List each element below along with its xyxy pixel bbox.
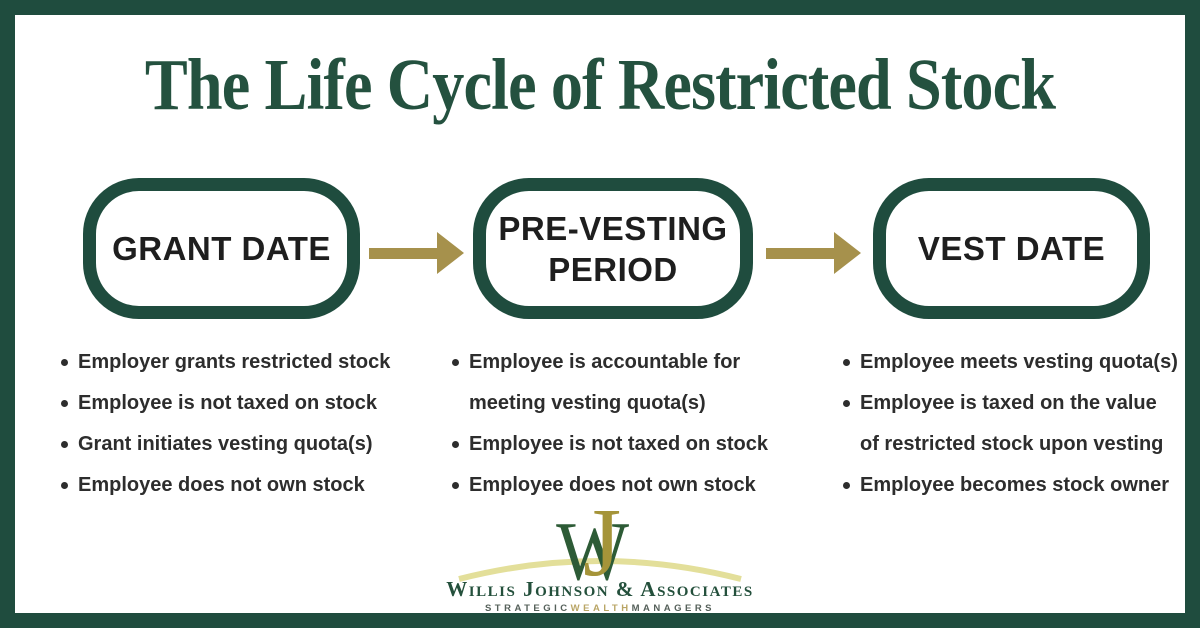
stage-box-vest-date: VEST DATE	[873, 178, 1150, 319]
arrow-right-icon	[766, 232, 861, 274]
arrow-head	[437, 232, 464, 274]
list-item: Employee becomes stock owner	[839, 465, 1189, 506]
list-item: Employee is not taxed on stock	[57, 383, 429, 424]
stage-label-pre-vesting-period: PRE-VESTING PERIOD	[498, 209, 728, 288]
list-item: Grant initiates vesting quota(s)	[57, 424, 429, 465]
grant-date-bullet-list: Employer grants restricted stock Employe…	[57, 342, 429, 506]
logo-arc-icon	[458, 558, 742, 582]
list-item: Employee does not own stock	[448, 465, 808, 506]
list-item: Employee is taxed on the value of restri…	[839, 383, 1189, 465]
company-tagline: STRATEGICWEALTHMANAGERS	[15, 603, 1185, 614]
tagline-wealth: WEALTH	[570, 603, 632, 614]
list-item: Employer grants restricted stock	[57, 342, 429, 383]
stage-box-pre-vesting-period: PRE-VESTING PERIOD	[473, 178, 753, 319]
stage-label-vest-date: VEST DATE	[917, 230, 1106, 267]
logo-w-letter: W	[556, 505, 630, 598]
logo-j-letter: J	[583, 489, 622, 597]
stage-label-grant-date: GRANT DATE	[112, 230, 331, 267]
company-name: Willis Johnson & Associates	[446, 577, 754, 601]
list-item: Employee meets vesting quota(s)	[839, 342, 1189, 383]
arrow-shaft	[766, 247, 834, 259]
list-item: Employee does not own stock	[57, 465, 429, 506]
page-title: The Life Cycle of Restricted Stock	[144, 44, 1056, 125]
company-logo: W J Willis Johnson & Associates STRATEGI…	[15, 494, 1185, 624]
arrow-head	[834, 232, 861, 274]
stage-box-grant-date: GRANT DATE	[83, 178, 360, 319]
arrow-shaft	[369, 247, 437, 259]
vest-date-bullet-list: Employee meets vesting quota(s) Employee…	[839, 342, 1189, 506]
tagline-managers: MANAGERS	[631, 603, 716, 614]
arrow-right-icon	[369, 232, 464, 274]
list-item: Employee is accountable for meeting vest…	[448, 342, 808, 424]
list-item: Employee is not taxed on stock	[448, 424, 808, 465]
pre-vesting-bullet-list: Employee is accountable for meeting vest…	[448, 342, 808, 506]
tagline-strategic: STRATEGIC	[484, 603, 571, 614]
